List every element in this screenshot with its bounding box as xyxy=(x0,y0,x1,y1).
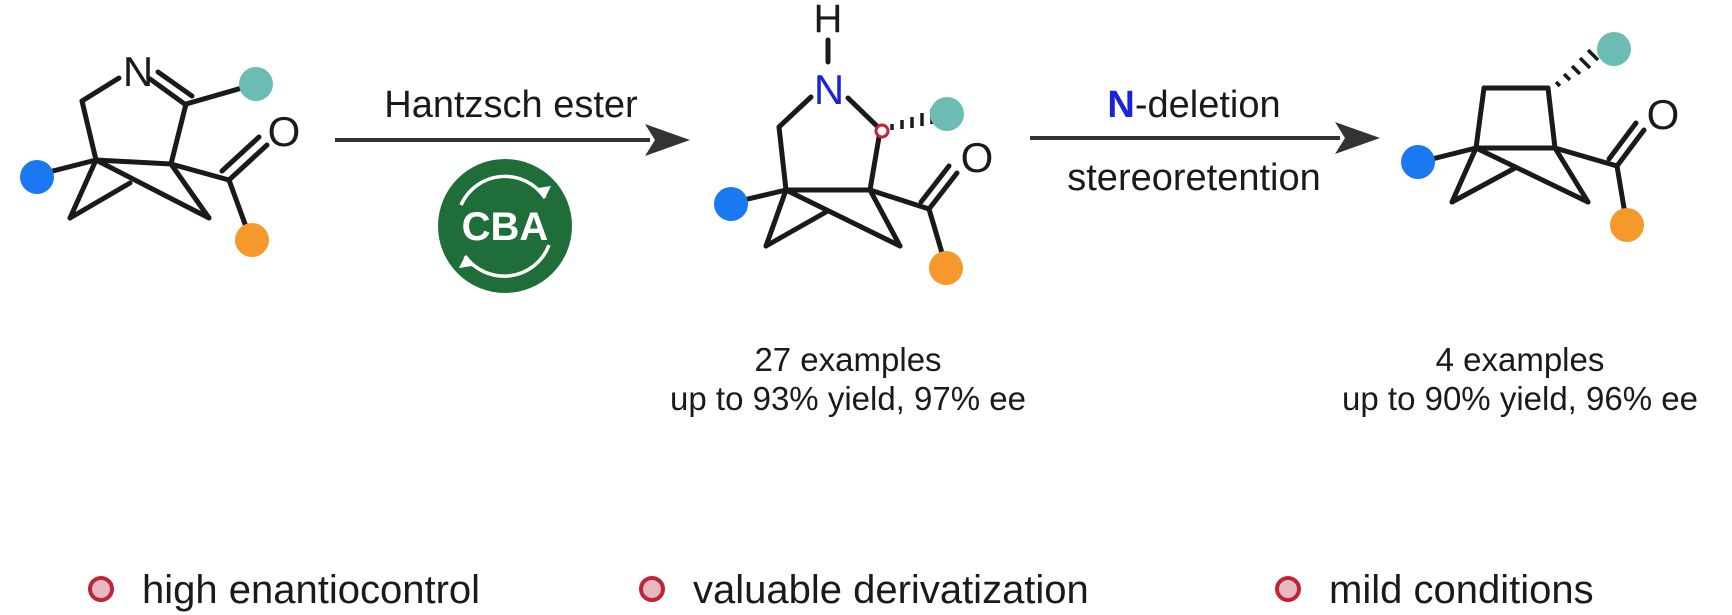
product2-examples: 4 examples xyxy=(1436,341,1605,378)
feature-item: high enantiocontrol xyxy=(88,568,480,612)
product1-atom-o: O xyxy=(961,134,994,181)
reactant-structure: N O xyxy=(20,48,300,257)
bullet-icon xyxy=(1275,576,1301,602)
feature-label: valuable derivatization xyxy=(693,568,1089,612)
teal-substituent-dot xyxy=(930,97,964,131)
product1-atom-n: N xyxy=(814,66,844,113)
arrow-1: Hantzsch ester CBA xyxy=(335,84,690,293)
reactant-atom-n: N xyxy=(123,48,153,95)
arrow2-label-rest: -deletion xyxy=(1135,84,1281,126)
arrow2-label2: stereoretention xyxy=(1067,157,1321,199)
product1-structure: H N O xyxy=(714,0,993,285)
cba-catalyst-badge: CBA xyxy=(438,159,572,293)
feature-item: valuable derivatization xyxy=(639,568,1089,612)
cba-label: CBA xyxy=(462,205,549,249)
orange-substituent-dot xyxy=(235,223,269,257)
arrow2-label: N-deletion xyxy=(1107,84,1280,126)
product2-atom-o: O xyxy=(1647,91,1680,138)
hashed-wedge-1 xyxy=(890,109,934,130)
feature-item: mild conditions xyxy=(1275,568,1594,612)
product2-result: up to 90% yield, 96% ee xyxy=(1342,380,1698,417)
features-list: high enantiocontrol valuable derivatizat… xyxy=(88,568,1594,612)
feature-label: high enantiocontrol xyxy=(142,568,480,612)
orange-substituent-dot xyxy=(929,251,963,285)
product1-examples: 27 examples xyxy=(754,341,941,378)
hashed-wedge-2 xyxy=(1554,48,1600,88)
bullet-icon xyxy=(639,576,665,602)
arrow-2: N-deletion stereoretention xyxy=(1030,84,1380,199)
blue-substituent-dot xyxy=(20,160,54,194)
orange-substituent-dot xyxy=(1610,208,1644,242)
arrow2-n-highlight: N xyxy=(1107,84,1134,126)
product1-atom-h: H xyxy=(814,0,843,41)
teal-substituent-dot xyxy=(1597,32,1631,66)
product2-structure: O xyxy=(1401,32,1679,242)
blue-substituent-dot xyxy=(1401,145,1435,179)
feature-label: mild conditions xyxy=(1329,568,1594,612)
blue-substituent-dot xyxy=(714,187,748,221)
stereocenter-marker xyxy=(874,123,890,139)
product1-result: up to 93% yield, 97% ee xyxy=(670,380,1026,417)
bullet-icon xyxy=(88,576,114,602)
arrow1-reagent-label: Hantzsch ester xyxy=(384,84,638,126)
reactant-atom-o: O xyxy=(268,108,301,155)
teal-substituent-dot xyxy=(239,67,273,101)
